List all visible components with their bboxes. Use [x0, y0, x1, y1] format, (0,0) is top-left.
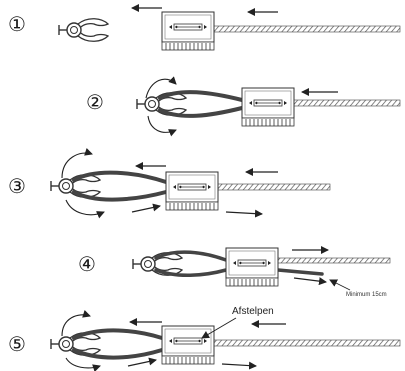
step-1-gripper-icon [161, 11, 215, 51]
step-3-curve-arrow-bottom-icon [65, 199, 105, 219]
step-4-cable-free-end [276, 268, 324, 276]
step-5-callout-pointer-icon [201, 317, 237, 339]
step-1-number: ① [8, 12, 26, 36]
step-1-figure [58, 4, 401, 51]
step-2-number: ② [86, 90, 104, 114]
step-4-cable-tail [277, 257, 391, 264]
step-5-gripper-icon [161, 325, 215, 365]
step-5-cable-tail [213, 339, 401, 347]
step-3-figure [50, 147, 331, 219]
step-2-curve-arrow-top-icon [145, 76, 177, 99]
step-3-cable-top [72, 170, 168, 184]
step-3-number: ③ [8, 174, 26, 198]
step-5-callout: Afstelpen [232, 306, 274, 317]
step-5-number: ⑤ [8, 332, 26, 356]
step-2-gripper-icon [241, 87, 295, 127]
step-3-curve-arrow-top-icon [61, 147, 93, 179]
step-5-curve-arrow-bottom-icon [65, 357, 101, 371]
step-5-arrow-right-icon [221, 361, 257, 370]
step-2-figure [136, 76, 401, 137]
step-4-cable-bottom [154, 268, 228, 278]
step-4-note: Minimum 15cm [346, 292, 387, 298]
step-3-arrow-right-icon [225, 209, 263, 218]
step-4-cable-top [154, 250, 228, 262]
step-3-cable-bottom [72, 190, 168, 202]
step-1-cable [211, 25, 401, 33]
step-3-arrow-up-right-icon [131, 203, 161, 213]
step-5-arrow-up-right-icon [127, 357, 157, 367]
step-3-gripper-icon [165, 171, 219, 211]
step-2-cable-top [158, 90, 244, 102]
step-2-cable-tail [293, 99, 401, 107]
step-5-cable-top [72, 328, 164, 340]
step-4-arrow-end-icon [293, 277, 327, 286]
step-5-cable-bottom [72, 348, 164, 360]
step-4-figure: Minimum 15cm [132, 246, 391, 298]
step-2-curve-arrow-bottom-icon [147, 115, 177, 137]
step-5-figure: Afstelpen [50, 306, 401, 371]
step-4-note-pointer-icon [329, 279, 351, 291]
step-1-hook-icon [58, 18, 109, 42]
step-3-cable-tail [217, 183, 331, 191]
step-4-number: ④ [78, 252, 96, 276]
step-5-curve-arrow-top-icon [61, 309, 91, 337]
step-2-cable-bottom [158, 106, 244, 118]
step-4-gripper-icon [225, 247, 279, 287]
